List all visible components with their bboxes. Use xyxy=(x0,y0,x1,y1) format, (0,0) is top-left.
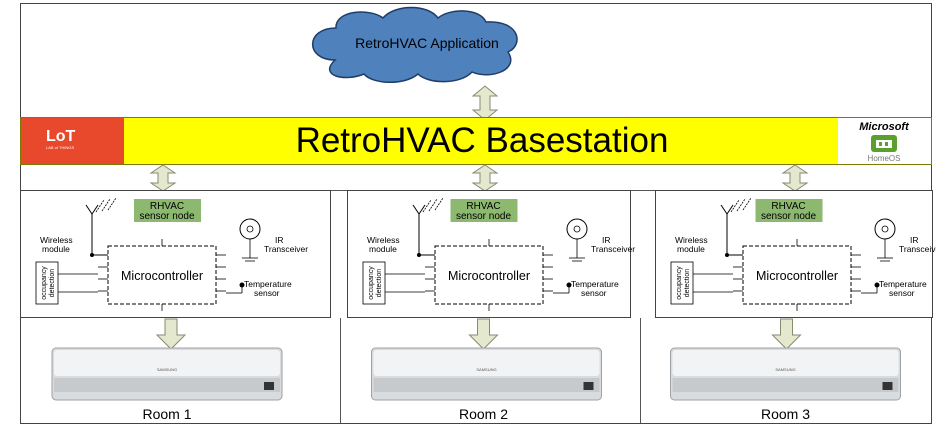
occupancy-label-line1: occupancy xyxy=(368,266,375,300)
room-label: Room 3 xyxy=(761,406,810,422)
node-title-line1: RHVAC xyxy=(150,201,184,212)
ir-label-line2: Transceiver xyxy=(264,244,308,254)
wireless-label-line2: module xyxy=(369,244,397,254)
node-title-line2: sensor node xyxy=(761,211,816,222)
temp-label-line2: sensor xyxy=(889,288,915,298)
temp-label-line1: Temperature xyxy=(571,279,619,289)
room-label: Room 1 xyxy=(142,406,191,422)
air-conditioner-image: SAMSUNG xyxy=(371,347,602,401)
temperature-sensor-icon xyxy=(239,282,245,288)
basestation-rect xyxy=(20,117,932,165)
node-title-line1: RHVAC xyxy=(771,201,805,212)
cloud-application: RetroHVAC Application xyxy=(311,6,518,83)
ir-label-line1: IR xyxy=(602,235,611,245)
microcontroller-box xyxy=(742,245,852,305)
antenna-icon xyxy=(720,197,752,257)
node-title-badge xyxy=(450,199,518,222)
lot-logo-box xyxy=(21,118,124,164)
homeos-house-icon xyxy=(871,135,897,152)
basestation-title: RetroHVAC Basestation xyxy=(296,121,669,160)
microcontroller-label: Microcontroller xyxy=(756,269,838,283)
occupancy-detection-box xyxy=(362,261,386,305)
temp-label-line1: Temperature xyxy=(879,279,927,289)
ir-label-line2: Transceiver xyxy=(899,244,936,254)
occupancy-detection-box xyxy=(35,261,59,305)
ac-brand-label: SAMSUNG xyxy=(476,367,496,372)
ir-label-line1: IR xyxy=(910,235,919,245)
ac-brand-label: SAMSUNG xyxy=(775,367,795,372)
air-conditioner-image: SAMSUNG xyxy=(670,347,901,401)
node-title-badge xyxy=(134,199,201,222)
microcontroller-label: Microcontroller xyxy=(448,269,530,283)
occupancy-label-line1: occupancy xyxy=(41,266,48,300)
microcontroller-label: Microcontroller xyxy=(121,269,203,283)
occupancy-label-line2: detection xyxy=(684,269,691,298)
basestation-bar: LoT LAB of THINGS RetroHVAC Basestation … xyxy=(20,117,932,165)
node-title-line1: RHVAC xyxy=(466,201,500,212)
wireless-label-line2: module xyxy=(677,244,705,254)
air-conditioner-image: SAMSUNG xyxy=(51,347,283,401)
occupancy-label-line1: occupancy xyxy=(676,266,683,300)
lot-logo-text: LoT xyxy=(46,128,76,145)
temp-label-line1: Temperature xyxy=(244,279,292,289)
node-title-badge xyxy=(755,199,823,222)
ir-label-line1: IR xyxy=(275,235,284,245)
occupancy-detection-box xyxy=(670,261,694,305)
temp-label-line2: sensor xyxy=(254,288,280,298)
occupancy-label-line2: detection xyxy=(376,269,383,298)
wireless-label-line1: Wireless xyxy=(675,235,708,245)
room-label: Room 2 xyxy=(459,406,508,422)
ac-brand-label: SAMSUNG xyxy=(157,367,177,372)
node-title-line2: sensor node xyxy=(456,211,511,222)
temperature-sensor-icon xyxy=(874,282,880,288)
ms-logo-brand: Microsoft xyxy=(859,121,910,133)
temp-label-line2: sensor xyxy=(581,288,607,298)
wireless-label-line1: Wireless xyxy=(40,235,73,245)
ir-label-line2: Transceiver xyxy=(591,244,635,254)
cloud-label: RetroHVAC Application xyxy=(355,35,499,51)
lot-logo-subtext: LAB of THINGS xyxy=(46,145,74,150)
wireless-label-line1: Wireless xyxy=(367,235,400,245)
temperature-sensor-icon xyxy=(566,282,572,288)
occupancy-label-line2: detection xyxy=(49,269,56,298)
down-arrow-shape xyxy=(155,318,187,350)
down-arrow-shape xyxy=(771,318,802,350)
node-title-line2: sensor node xyxy=(139,211,194,222)
ms-logo-product: HomeOS xyxy=(868,154,901,163)
wireless-label-line2: module xyxy=(42,244,70,254)
down-arrow-shape xyxy=(468,318,499,350)
cloud-shape xyxy=(311,6,518,83)
